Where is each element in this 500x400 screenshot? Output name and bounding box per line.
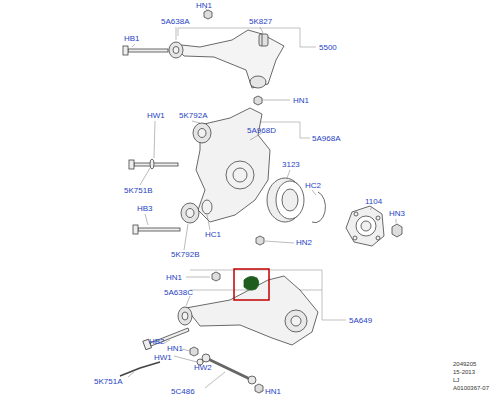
callout-number: 5C486 [170, 387, 196, 396]
callout-number: 3123 [281, 160, 301, 169]
callout-number: HN2 [295, 238, 313, 247]
callout-number: HN1 [292, 96, 310, 105]
callout-number: 5500 [318, 43, 338, 52]
highlighted-part [244, 276, 259, 290]
drawing-reference: LJ [452, 377, 460, 384]
callout-number: 5A638A [160, 17, 190, 26]
callout-number: HN1 [264, 387, 282, 396]
callout-number: HW2 [193, 363, 213, 372]
callout-number: HC1 [204, 230, 222, 239]
callout-number: HB1 [123, 34, 141, 43]
callout-number: 1104 [364, 197, 383, 206]
bolt [129, 159, 180, 234]
bearing [267, 178, 304, 222]
callout-number: 5A638C [163, 288, 194, 297]
bolt [123, 46, 168, 55]
callout-number: 5K751A [93, 377, 123, 386]
callout-number: HW1 [153, 353, 173, 362]
drawing-reference: 2049205 [452, 361, 477, 368]
leader-line [128, 8, 396, 391]
callout-number: 5A968D [246, 126, 277, 135]
callout-number: 5A649 [348, 316, 373, 325]
bolt [120, 328, 263, 393]
drawing-reference: A0100367-07 [452, 385, 490, 392]
drawing-reference: 15-2013 [452, 369, 476, 376]
callout-number: 5K827 [248, 17, 273, 26]
circlip [202, 200, 212, 214]
highlight-frame [234, 269, 269, 300]
callout-number: 5A968A [311, 134, 341, 143]
callout-number: 5K792A [178, 111, 208, 120]
snap-ring [312, 192, 325, 223]
callout-number: HN1 [195, 1, 213, 10]
callout-number: 5K751B [123, 186, 153, 195]
lower-arm [178, 272, 318, 345]
callout-number: HN1 [166, 344, 184, 353]
callout-number: 5K792B [170, 250, 200, 259]
callout-number: HC2 [304, 181, 322, 190]
callout-number: HN3 [388, 209, 406, 218]
callout-number: HB3 [136, 204, 154, 213]
callout-number: HB2 [148, 337, 166, 346]
callout-number: HN1 [165, 273, 183, 282]
callout-number: HW1 [146, 111, 166, 120]
